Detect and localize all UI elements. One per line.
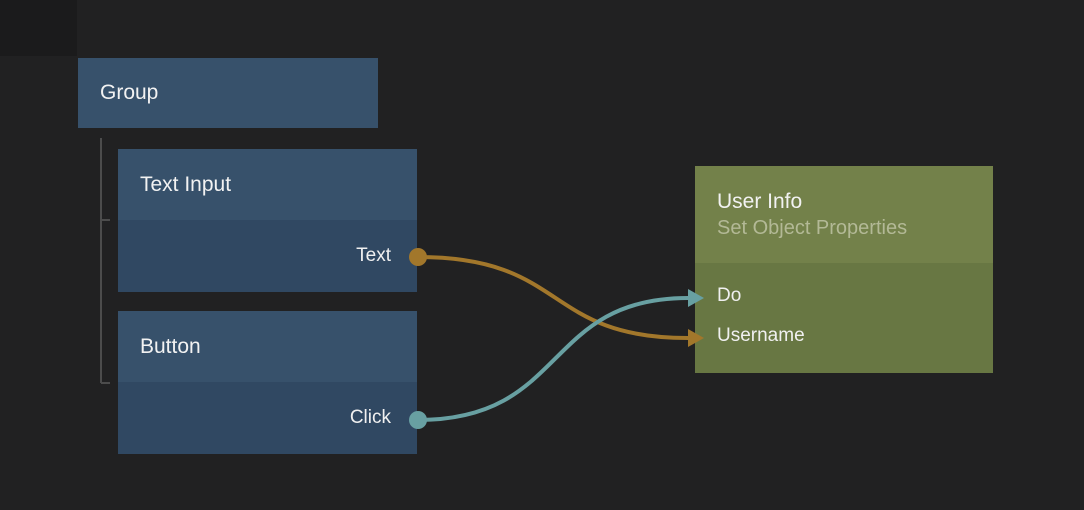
node-text-input[interactable]: Text Input Text	[118, 149, 417, 292]
node-button-title: Button	[140, 334, 201, 358]
node-button[interactable]: Button Click	[118, 311, 417, 454]
node-user-info-subtitle: Set Object Properties	[717, 216, 908, 239]
input-port-username-label: Username	[717, 325, 805, 346]
input-port-username[interactable]: Username	[695, 316, 993, 356]
node-group-title: Group	[100, 81, 159, 104]
node-text-input-title: Text Input	[140, 172, 232, 196]
wire-click-to-do[interactable]	[416, 296, 690, 422]
node-group[interactable]: Group	[78, 58, 378, 128]
input-port-do[interactable]: Do	[695, 276, 993, 316]
wire-text-to-username[interactable]	[416, 255, 690, 340]
node-button-body: Click	[118, 382, 417, 454]
node-user-info-title: User Info	[717, 189, 803, 213]
node-text-input-header[interactable]: Text Input	[118, 149, 417, 220]
output-port-click-label[interactable]: Click	[349, 407, 391, 428]
node-text-input-body: Text	[118, 220, 417, 292]
node-button-header[interactable]: Button	[118, 311, 417, 382]
output-port-text-label[interactable]: Text	[356, 245, 391, 266]
node-user-info[interactable]: User Info Set Object Properties Do Usern…	[695, 166, 993, 373]
node-user-info-header[interactable]: User Info Set Object Properties	[695, 166, 993, 263]
node-user-info-body: Do Username	[695, 263, 993, 373]
canvas-corner-shade	[0, 0, 77, 56]
input-port-do-label: Do	[717, 285, 742, 306]
group-tree-bracket	[100, 138, 110, 384]
